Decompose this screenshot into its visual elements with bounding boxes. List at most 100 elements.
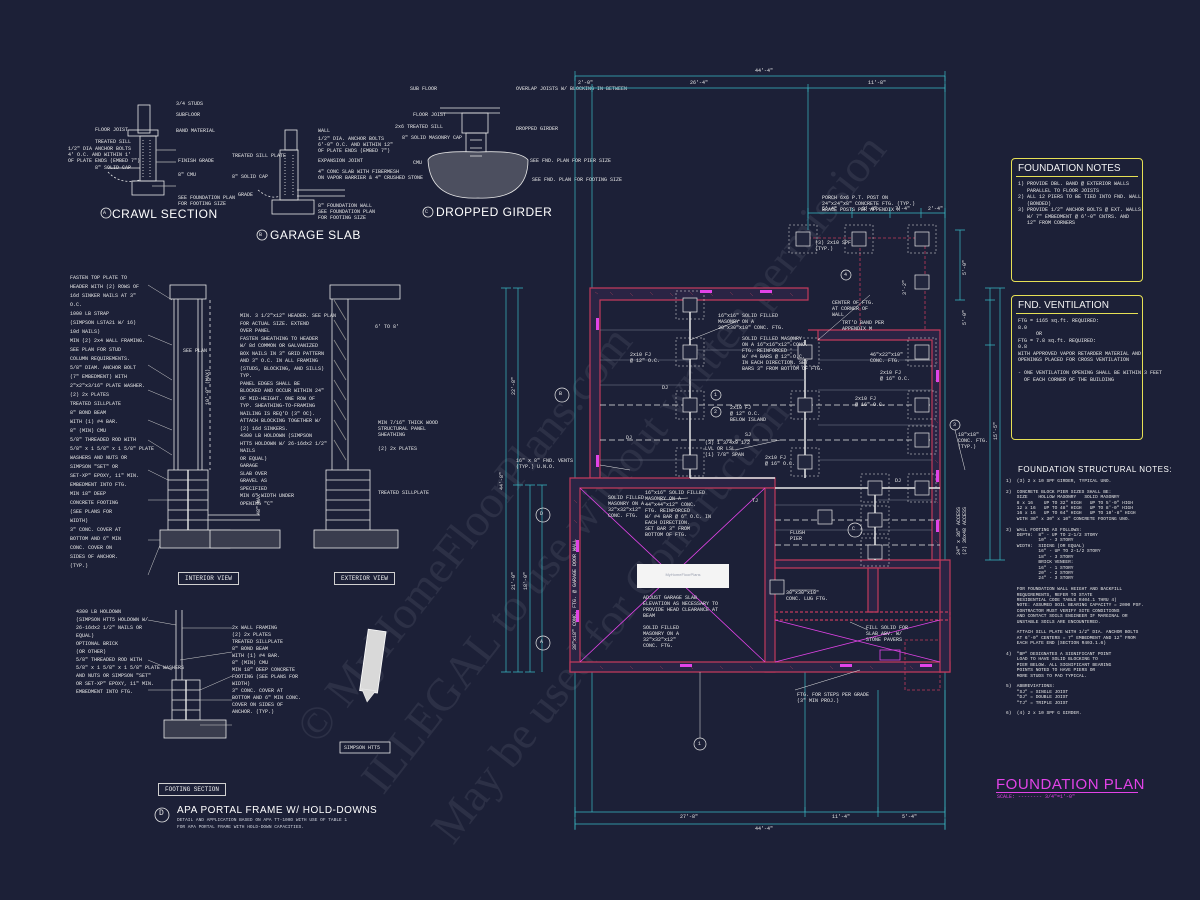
detail-note: WASHERS AND NUTS OR (70, 455, 128, 461)
dim-left-3: 18'-0" (523, 571, 529, 590)
note-fill: FILL SOLID FOR SLAB ABV. W/ STONE PAVERS (866, 625, 909, 643)
detail-note: WITH (1) #4 BAR. (70, 419, 119, 425)
dim-left-overall: 44'-8" (499, 471, 505, 490)
section-tag-c: C (852, 526, 856, 532)
detail-note: 5/8" DIAM. ANCHOR BOLT (70, 365, 137, 371)
detail-note: COLUMN REQUIREMENTS. (70, 356, 131, 362)
see-plan-label: SEE PLAN (183, 348, 208, 354)
plan-tag-2: 2 (714, 409, 718, 415)
note-access: 24" x 36" ACCESS (2) 36x48 ACCESS (956, 506, 968, 555)
crawl-section-title: CRAWL SECTION (112, 207, 218, 221)
detail-note: EQUAL) (76, 633, 95, 639)
note-girder-porch: (3) 2x10 SPF (TYP.) (815, 240, 852, 252)
detail-note: OF MID-HEIGHT. ONE ROW OF (240, 395, 316, 402)
detail-note: FOOTING (SEE PLANS FOR (232, 674, 299, 680)
section-tag-a: A (540, 639, 544, 645)
girder-tag: C (425, 209, 429, 215)
dropped-girder-title: DROPPED GIRDER (436, 205, 553, 219)
detail-note: 2x WALL FRAMING (232, 625, 278, 631)
detail-note: FASTEN SHEATHING TO HEADER (240, 335, 319, 342)
note-ftg-46: 46"x22"x10" CONC. FTG. (870, 352, 904, 364)
detail-note: (SIMPSON LSTA21 W/ 16) (70, 320, 137, 326)
note-fj-5: 2x10 FJ @ 16" O.C. (880, 370, 911, 382)
detail-note: 2"x2"x3/16" PLATE WASHER. (70, 383, 146, 389)
note-fj-3: 2x10 FJ @ 12" O.C. BELOW ISLAND (730, 405, 767, 423)
detail-note: 10d NAILS) (70, 329, 101, 335)
note-center-ftg: CENTER OF FTG. AT CORNER OF WALL (832, 300, 875, 318)
dim-porch-3: 7'-4" (895, 206, 911, 212)
note-trtd: TRT'D BAND PER APPENDIX M (842, 320, 885, 332)
foundation-notes-title: FOUNDATION NOTES (1018, 163, 1121, 174)
detail-note: COVER ON SIDES OF (232, 702, 284, 708)
detail-note: ANCHOR. (TYP.) (232, 709, 275, 715)
note-vents: 16" x 8" FND. VENTS (TYP.) U.N.O. (516, 458, 574, 470)
detail-note: TREATED SILLPLATE (70, 401, 122, 407)
detail-note: ATTACH BLOCKING TOGETHER W/ (240, 418, 322, 424)
detail-note: (2) 16d SINKERS. (240, 425, 289, 432)
foundation-plan-scale: SCALE: -------- 3/4"=1'-0" (997, 794, 1076, 800)
note-lvl: (3) 1 3/4x9 1/2 LVL OR LSL (1) 7/8" SPAN (705, 440, 751, 458)
detail-note: GARAGE (240, 463, 259, 469)
section-tag-d: D (540, 511, 544, 517)
garage-slab-drawing (257, 129, 345, 215)
dim-right-1: 15'-5" (993, 421, 999, 440)
structural-notes-body: 1) (3) 2 x 10 SPF GIRDER, TYPICAL UNO. 2… (1006, 479, 1144, 717)
detail-note: PANEL EDGES SHALL BE (240, 380, 301, 387)
dim-porch-2: 9'-4" (862, 206, 878, 212)
detail-note: (2) 2x PLATES (232, 632, 272, 638)
dim-bottom-3: 5'-4" (902, 814, 918, 820)
dim-left-1: 22'-8" (511, 376, 517, 395)
dim-right-2: 5'-0" (962, 259, 968, 275)
detail-note: (2) 2x PLATES (70, 392, 110, 398)
exterior-note-3: SHEATHING (378, 432, 406, 438)
dim-right-3: 5'-0" (962, 309, 968, 325)
fnd-ventilation-box: FND. VENTILATION FTG = 1165 sq.ft. REQUI… (1011, 295, 1163, 440)
detail-note: WIDTH) (70, 518, 89, 524)
detail-note: W/ 8d COMMON OR GALVANIZED (240, 343, 319, 349)
dim-top-1: 2'-0" (578, 80, 594, 86)
plan-tags (535, 269, 961, 751)
detail-note: 4300 LB HOLDOWN (SIMPSON (240, 433, 313, 439)
detail-note: 5/8" THREADED ROD WITH (76, 657, 143, 663)
garage-tag: B (259, 232, 263, 238)
detail-note: AND 3" O.C. IN ALL FRAMING (240, 358, 319, 364)
fnd-ventilation-title: FND. VENTILATION (1018, 300, 1109, 311)
portal-desc-1: DETAIL AND APPLICATION BASED ON APA TT-1… (177, 818, 348, 823)
detail-note: WITH (1) #4 BAR. (232, 653, 281, 659)
detail-note: (SEE PLANS FOR (70, 509, 113, 515)
detail-note: FOR ACTUAL SIZE. EXTEND (240, 320, 310, 327)
detail-note: 5/8" x 1 5/8" x 1 5/8" PLATE (70, 446, 155, 452)
detail-note: TYP. (240, 373, 253, 379)
detail-note: SPECIFIED (240, 485, 268, 492)
crawl-section-drawing (107, 104, 176, 196)
detail-note: 3" CONC. COVER AT (232, 688, 284, 694)
foundation-vents (576, 290, 939, 667)
detail-note: GRAVEL AS (240, 478, 268, 484)
note-fj-2: 2x10 FJ @ 16" O.C. (855, 396, 886, 408)
detail-note: 8" BOND BEAM (70, 410, 107, 416)
exterior-view-drawing (313, 284, 401, 549)
fnd-ventilation-body: FTG = 1165 sq.ft. REQUIRED: 8.0 OR FTG =… (1018, 318, 1163, 383)
note-porch: PORCH 6x6 P.T. POST ON 24"x24"x8" CONCRE… (822, 195, 916, 213)
exterior-note-2: STRUCTURAL PANEL (378, 426, 427, 432)
foundation-plan-title: FOUNDATION PLAN (996, 776, 1145, 793)
section-tag-b: B (559, 391, 563, 397)
detail-note: (SIMPSON HTT5 HOLDOWN W/ (76, 617, 149, 623)
note-steps: FTG. FOR STEPS PER GRADE (3" MIN PROJ.) (797, 692, 870, 704)
dim-bottom-overall: 44'-4" (755, 826, 774, 832)
detail-note: (STUDS, BLOCKING, AND SILLS) (240, 365, 325, 372)
detail-note: 5/8" x 1 5/8" x 1 5/8" PLATE WASHERS (76, 665, 185, 671)
detail-note: 8" (MIN) CMU (232, 660, 269, 666)
detail-note: HTT5 HOLDOWN W/ 26-16dx2 1/2" (240, 440, 328, 447)
piers (682, 231, 930, 595)
detail-note: HEADER WITH (2) ROWS OF (70, 284, 140, 290)
detail-note: O.C. (70, 302, 83, 308)
note-adjust: ADJUST GARAGE SLAB ELEVATION AS NECESSAR… (643, 595, 719, 619)
detail-note: BOTTOM AND 6" MIN CONC. (232, 695, 302, 701)
detail-note: 1000 LB STRAP (70, 311, 110, 317)
detail-note: OR SET-XP" EPOXY, 11" MIN. (76, 681, 155, 687)
note-garage-door: 38"x18" CONC. FTG. @ GARAGE DOOR WALL (572, 538, 578, 650)
dim-top-2: 26'-4" (690, 80, 709, 86)
note-ftg-18: 18"x18" CONC. FTG. (TYP.) (958, 432, 989, 450)
